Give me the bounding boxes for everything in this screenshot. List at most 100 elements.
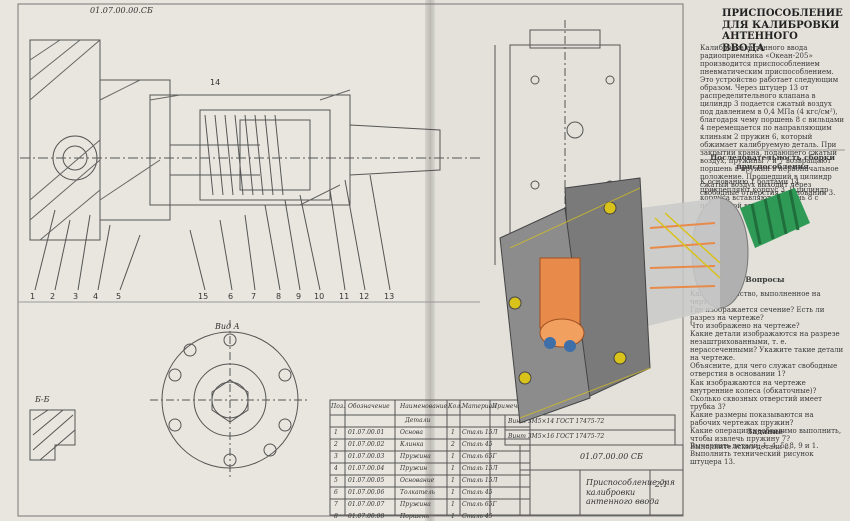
table-cell: Сталь 65Г (462, 501, 497, 508)
view-a-label: Вид А (215, 322, 240, 331)
title-block-name: Приспособление для калибровки антенного … (586, 478, 675, 507)
table-cell: Поршень (400, 513, 430, 520)
pos-number: 6 (228, 292, 234, 301)
table-cell: 1 (334, 429, 338, 436)
table-cell: 01.07.00.03 (348, 453, 385, 460)
table-header: Примечание (492, 403, 533, 410)
questions-heading: Вопросы (745, 275, 785, 284)
model-orange-wire (649, 222, 716, 289)
table-cell: Сталь 15Л (462, 477, 498, 484)
model-blue-pin (544, 337, 556, 349)
model-yellow-wire (654, 212, 721, 279)
table-cell: 8 (334, 513, 338, 520)
callout-14: 14 (210, 78, 221, 87)
pos-number: 10 (314, 292, 325, 301)
top-drawing-code: 01.07.00.00.СБ (90, 6, 153, 15)
table-cell: 1 (451, 429, 455, 436)
sequence-heading: Последовательность сборки приспособления (710, 153, 835, 171)
pos-number: 15 (198, 292, 209, 301)
table-cell: 01.07.00.05 (348, 477, 385, 484)
question-item: Объясните, для чего служат свободные отв… (690, 362, 838, 379)
pos-number: 9 (296, 292, 302, 301)
table-header: Наименование (400, 403, 448, 410)
table-cell: Основа (400, 429, 423, 436)
table-cell: 1 (451, 453, 455, 460)
table-cell: 01.07.00.02 (348, 441, 385, 448)
table-cell: 5 (334, 477, 338, 484)
task-paragraph: Вычертить детали: 1, 4, 5, 8, 9 и 1. Вып… (690, 442, 819, 467)
model-cylinder-body (640, 198, 720, 328)
pos-number: 7 (251, 292, 257, 301)
table-header: Материал (462, 403, 497, 410)
table-cell: Сталь 45 (462, 513, 493, 520)
table-cell: Толкатель (400, 489, 435, 496)
table-cell: 01.07.00.04 (348, 465, 385, 472)
3d-model-render (499, 177, 810, 424)
question-item: Какие размеры показываются на рабочих че… (690, 410, 814, 427)
table-cell: Клинка (400, 441, 424, 448)
table-cell: 2 (334, 441, 338, 448)
pos-number: 2 (50, 292, 56, 301)
table-header: Поз. (331, 403, 346, 410)
pos-number: 12 (359, 292, 370, 301)
table-cell: 1 (451, 477, 455, 484)
question-item: Как изображаются на чертеже внутренние к… (690, 378, 817, 395)
table-cell: 1 (451, 513, 455, 520)
question-item: Выполните эскиз детали 8. (690, 442, 792, 451)
table-cell: 2 (451, 441, 455, 448)
pos-number: 13 (384, 292, 395, 301)
table-cell: 7 (334, 501, 338, 508)
question-item: Где изображается сечение? Есть ли разрез… (690, 306, 825, 323)
table-cell: Пружин (400, 465, 428, 472)
document-title: ПРИСПОСОБЛЕНИЕ ДЛЯ КАЛИБРОВКИ АНТЕННОГО … (722, 8, 843, 54)
pos-number: 11 (339, 292, 350, 301)
table-cell: 6 (334, 489, 338, 496)
table-cell: 01.07.00.06 (348, 489, 385, 496)
table-cell: Основание (400, 477, 435, 484)
task-heading: Задание (747, 427, 783, 436)
pos-number: 1 (30, 292, 36, 301)
pos-number: 4 (93, 292, 99, 301)
intro-paragraph: Калибровка антенного ввода радиоприемник… (700, 44, 845, 197)
book-spine (425, 0, 435, 521)
table-cell: Пружина (400, 501, 431, 508)
model-orange-block (539, 257, 581, 329)
sequence-paragraph: К основанию 1 болтами 14 прикрепляют кор… (700, 178, 829, 211)
section-bb-label: Б-Б (35, 395, 50, 404)
pos-number: 5 (116, 292, 122, 301)
table-cell: 01.07.00.08 (348, 513, 385, 520)
extra-row: Винт ЗМ5×14 ГОСТ 17475-72 (508, 418, 605, 425)
model-fitting-ridges (750, 189, 800, 245)
model-bolt (613, 351, 627, 365)
table-header: Обозначение (348, 403, 390, 410)
pos-number: 3 (73, 292, 79, 301)
question-item: Что изображено на чертеже? (690, 322, 800, 331)
model-edge-lines (509, 187, 651, 419)
table-cell: 1 (451, 489, 455, 496)
model-blue-pin (564, 340, 576, 352)
table-cell: Сталь 15Л (462, 429, 498, 436)
pos-number: 8 (276, 292, 282, 301)
table-cell: 3 (334, 453, 338, 460)
model-bolt (508, 296, 522, 310)
model-bolt (518, 371, 532, 385)
left-page (0, 0, 430, 521)
question-item: Какие детали изображаются на разрезе нез… (690, 330, 844, 363)
question-item: Сколько сквозных отверстий имеет трубка … (690, 394, 822, 411)
table-cell: Сталь 15Л (462, 465, 498, 472)
questions-list: Какое устройство, выполненное на чертеже… (690, 290, 845, 451)
table-cell: Сталь 65Г (462, 453, 497, 460)
table-cell: Сталь 45 (462, 489, 493, 496)
question-item: Какие операции необходимо выполнить, что… (690, 426, 842, 443)
model-hose-fitting (740, 188, 810, 248)
table-cell: 01.07.00.07 (348, 501, 385, 508)
title-block-code: 01.07.00.00 СБ (580, 452, 643, 461)
table-cell: 4 (334, 465, 338, 472)
table-section: Детали (405, 417, 431, 424)
table-cell: Сталь 45 (462, 441, 493, 448)
table-cell: Пружина (400, 453, 431, 460)
table-cell: 01.07.00.01 (348, 429, 385, 436)
extra-row: Винт ЗМ5×16 ГОСТ 17475-72 (508, 433, 605, 440)
